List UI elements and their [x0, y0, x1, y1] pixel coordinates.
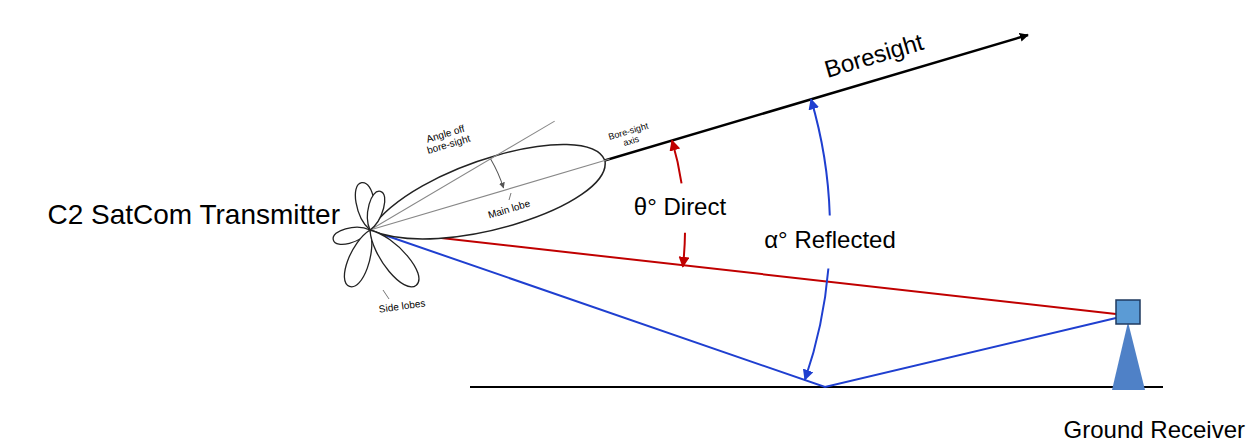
side-lobe — [344, 230, 371, 287]
side-lobe — [367, 191, 384, 230]
off-axis-angle-arc — [491, 158, 504, 189]
main-lobe — [360, 126, 615, 264]
reflected-path — [370, 230, 1116, 387]
side-lobe — [370, 230, 419, 287]
side-lobes — [333, 183, 419, 287]
off-axis-line — [355, 121, 569, 230]
boresight-axis-line — [370, 159, 610, 230]
receiver-label: Ground Receiver — [1064, 417, 1245, 443]
axis-label: Boresight — [822, 29, 927, 83]
ground-line — [470, 386, 1163, 388]
transmitter-label: C2 SatCom Transmitter — [47, 200, 340, 231]
antenna-pattern — [355, 109, 620, 264]
angle-label: θ° Direct — [634, 194, 726, 220]
reflected-angle-arc — [811, 99, 830, 215]
angle-label: α° Reflected — [764, 227, 896, 253]
boresight-arrow — [370, 35, 1028, 230]
annotation-label: Angle off bore-sight — [417, 121, 477, 158]
receiver-mast — [1112, 322, 1145, 390]
leader-line — [509, 193, 511, 200]
leader-line — [383, 290, 389, 299]
direct-angle-arc — [672, 141, 682, 184]
reflected-angle-arc — [805, 268, 828, 379]
direct-path — [370, 230, 1116, 314]
receiver-box — [1116, 300, 1140, 324]
annotation-label: Side lobes — [378, 297, 426, 314]
direct-angle-arc — [683, 233, 685, 267]
